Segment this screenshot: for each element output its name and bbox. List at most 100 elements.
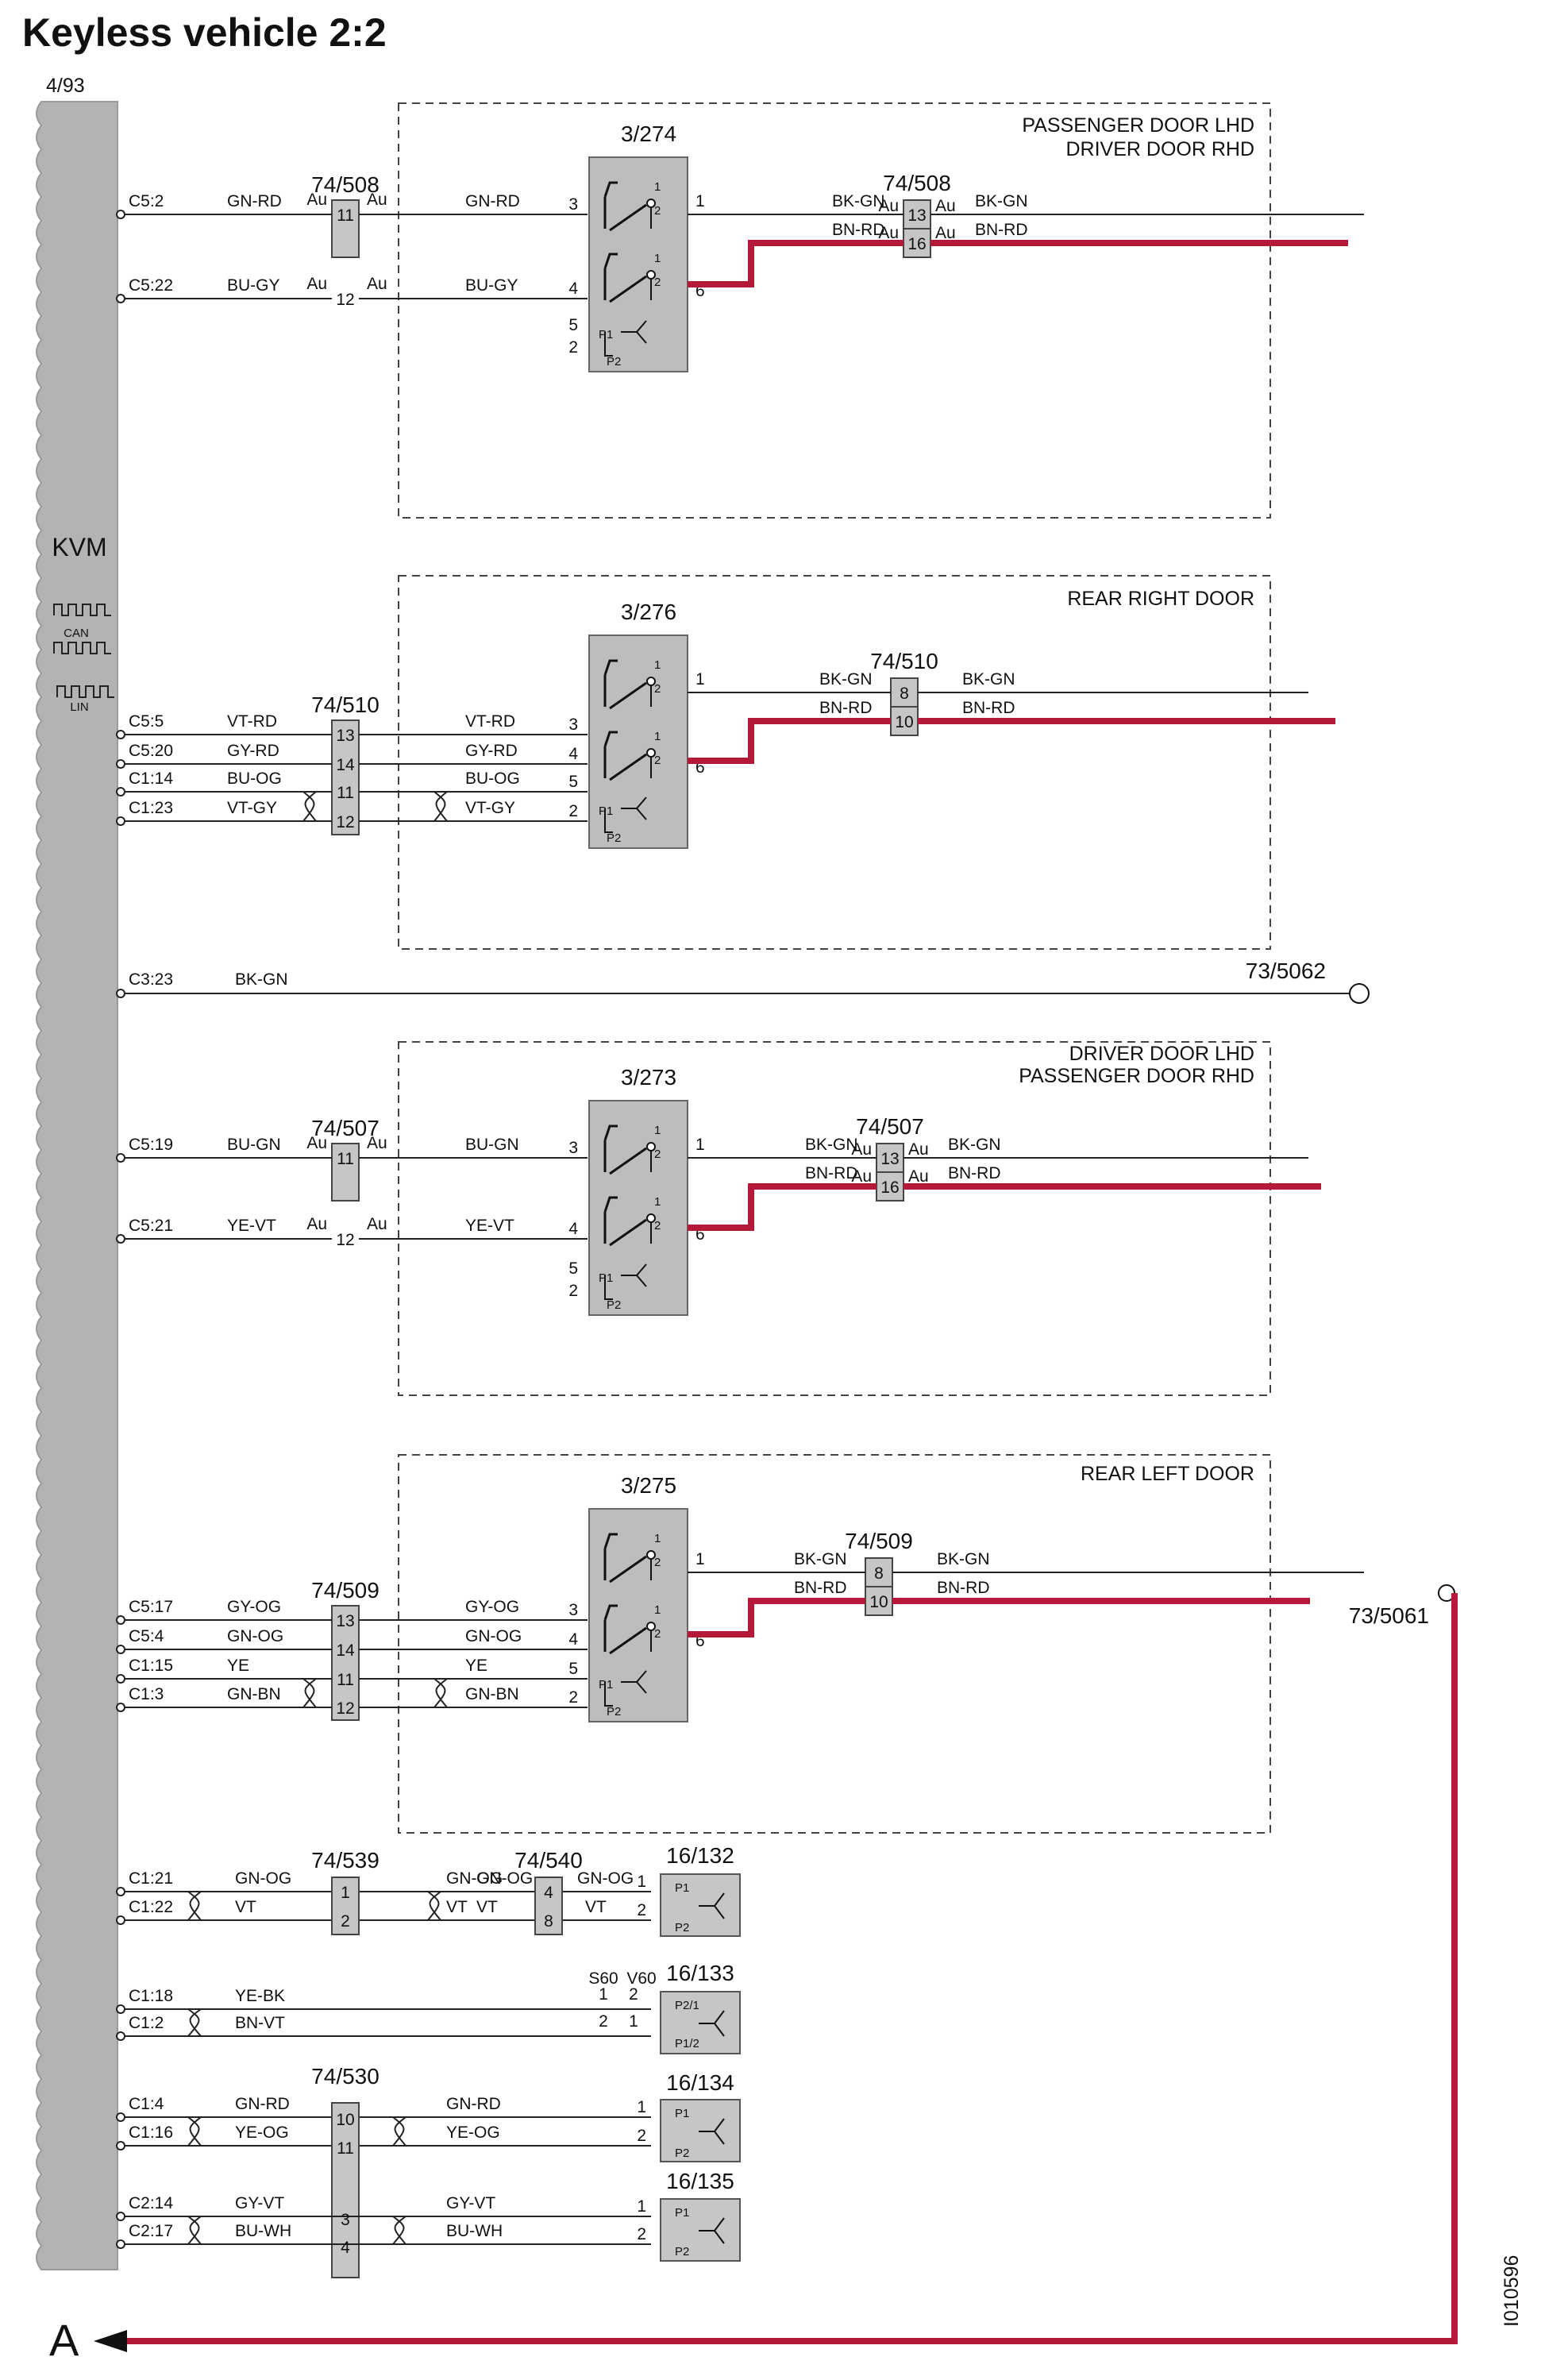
door-zone-1	[398, 575, 1271, 950]
door-handle-1-sw-pin-a: 1	[654, 658, 661, 672]
pin-dot	[116, 294, 125, 303]
module-ref: 4/93	[46, 75, 85, 97]
ground-pin: C3:23	[129, 970, 173, 989]
bn-rd-wire	[688, 1183, 877, 1231]
handle-pin: 5	[568, 773, 578, 791]
wire-color: BU-GY	[227, 276, 280, 295]
wire-color: BU-WH	[446, 2222, 503, 2240]
antenna-symbol	[699, 1892, 725, 1919]
variant-label: V60	[626, 1969, 656, 1988]
door-handle-2-switch-0	[603, 1124, 647, 1175]
kvm-pin: C1:4	[129, 2095, 164, 2113]
au-label: Au	[306, 275, 327, 293]
antenna-conn-539	[331, 1877, 360, 1935]
handle-pin: 3	[568, 195, 578, 214]
pin-dot	[116, 2112, 125, 2122]
handle-pin: 4	[568, 1220, 578, 1238]
in-connector-3	[331, 1605, 360, 1721]
variant-pin: 2	[629, 1985, 638, 2004]
door-handle-1-sw-pin-a: 1	[654, 730, 661, 743]
handle-out-pin: 1	[695, 192, 705, 210]
antenna-symbol	[699, 2118, 725, 2145]
pin-dot	[116, 730, 125, 739]
au-label: Au	[367, 1134, 387, 1152]
variant-pin: 1	[629, 2012, 638, 2031]
wire-color: BK-GN	[819, 670, 873, 689]
kvm-pin: C5:5	[129, 712, 164, 731]
out-conn-pin: 8	[900, 685, 909, 703]
door-handle-3-p1: P1	[599, 1678, 613, 1691]
conn-pin: 8	[544, 1912, 553, 1931]
handle-pin: 4	[568, 1630, 578, 1649]
door-handle-3-sw-pin-a: 1	[654, 1603, 661, 1617]
handle-pin: 4	[568, 745, 578, 763]
bn-rd-wire	[688, 240, 903, 287]
handle-pin: 2	[568, 802, 578, 820]
conn-pin: 11	[337, 1150, 354, 1168]
kvm-pin: C5:19	[129, 1136, 173, 1154]
wire-color: YE-OG	[235, 2123, 289, 2142]
wire-color: VT-RD	[227, 712, 277, 731]
conn-pin: 13	[336, 727, 354, 745]
door-handle-3-antenna	[621, 1670, 647, 1694]
door-handle-1-p2: P2	[607, 831, 621, 845]
door-handle-3-switch-1	[603, 1604, 647, 1655]
au-label: Au	[367, 191, 387, 209]
wire-color: YE-BK	[235, 1987, 285, 2005]
door-handle-1-antenna	[621, 797, 647, 820]
handle-pin: 5	[568, 316, 578, 334]
kvm-pin: C2:17	[129, 2222, 173, 2240]
wire-color: GY-OG	[227, 1598, 281, 1616]
door-handle-3-switch-0	[603, 1533, 647, 1583]
can-pulse-1	[53, 604, 111, 616]
handle-pin: 5	[568, 1660, 578, 1678]
twist	[427, 1891, 441, 1921]
twist	[187, 2116, 202, 2147]
wire-color: GN-BN	[227, 1685, 281, 1703]
kvm-pin: C2:14	[129, 2194, 173, 2212]
pin-dot	[116, 2239, 125, 2249]
kvm-pin: C1:21	[129, 1869, 173, 1888]
antenna-ref: 16/132	[666, 1843, 734, 1868]
pin-dot	[116, 787, 125, 797]
return-label: A	[49, 2315, 79, 2365]
out-conn-pin: 13	[880, 1150, 899, 1168]
splice-5061-ref: 73/5061	[1349, 1603, 1429, 1628]
door-handle-0-switch-1	[603, 253, 647, 303]
wire-color: GN-RD	[227, 192, 282, 210]
handle-out-pin: 6	[695, 1632, 705, 1650]
variant-label: S60	[588, 1969, 618, 1988]
door-handle-0-antenna-feed	[604, 332, 613, 357]
pin-dot	[116, 1234, 125, 1244]
door-zone-label: PASSENGER DOOR LHD	[1022, 114, 1254, 137]
kvm-module	[36, 101, 118, 2270]
wire-color: VT	[446, 1898, 468, 1916]
door-handle-0-sw-pin-b: 2	[654, 204, 661, 218]
twist	[433, 1678, 448, 1708]
in-connector-ref: 74/510	[311, 692, 380, 717]
door-handle-2-sw-pin-a: 1	[654, 1124, 661, 1137]
out-conn-pin: 10	[869, 1593, 888, 1611]
au-label: Au	[908, 1167, 929, 1186]
door-handle-0-switch-0	[603, 181, 647, 232]
antenna-pin: 2	[637, 2127, 646, 2145]
in-connector-ref: 74/509	[311, 1578, 380, 1603]
wire-color: VT-GY	[227, 799, 277, 817]
door-handle-2-antenna-feed	[604, 1275, 613, 1300]
wire-color: BU-OG	[465, 770, 520, 788]
kvm-pin: C5:21	[129, 1217, 173, 1235]
handle-pin: 3	[568, 716, 578, 734]
kvm-pin: C1:15	[129, 1657, 173, 1675]
out-conn-pin: 16	[907, 235, 926, 253]
can-pulse-2	[53, 642, 111, 654]
handle-ref: 3/275	[621, 1473, 676, 1498]
conn-pin: 1	[341, 1884, 350, 1902]
conn-pin: 3	[341, 2211, 350, 2229]
kvm-label: KVM	[52, 533, 106, 561]
lin-pulse	[56, 685, 114, 698]
wire-color: BN-RD	[975, 221, 1028, 239]
twist	[187, 2216, 202, 2245]
door-handle-2-sw-pin-b: 2	[654, 1148, 661, 1161]
wire-color: BN-VT	[235, 2014, 285, 2032]
